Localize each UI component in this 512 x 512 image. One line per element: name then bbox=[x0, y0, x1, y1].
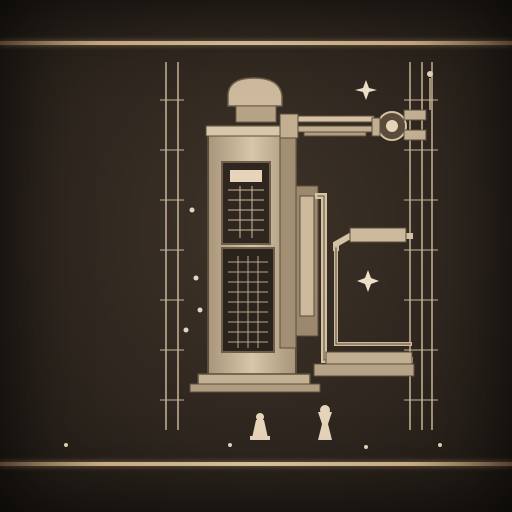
annotation-line bbox=[440, 235, 510, 246]
annotation-line bbox=[440, 202, 510, 213]
annotation-line bbox=[440, 268, 510, 279]
annotation-line bbox=[14, 103, 164, 114]
annotation-line bbox=[14, 235, 164, 246]
annotation-line bbox=[440, 257, 510, 268]
annotation-line bbox=[14, 246, 164, 257]
annotation-line bbox=[14, 125, 164, 136]
annotation-line bbox=[440, 334, 510, 345]
annotation-line bbox=[440, 224, 510, 235]
sparkle-icon bbox=[355, 80, 377, 100]
flask-icon bbox=[318, 405, 332, 440]
annotation-line bbox=[440, 169, 510, 180]
annotation-line bbox=[14, 147, 164, 158]
annotation-line bbox=[440, 323, 510, 334]
annotation-line bbox=[440, 367, 510, 378]
annotation-line bbox=[440, 147, 510, 158]
annotation-line bbox=[14, 279, 164, 290]
annotation-line bbox=[14, 312, 164, 323]
sparkle-icon bbox=[357, 270, 379, 292]
annotation-line bbox=[440, 312, 510, 323]
left-annotation-list bbox=[14, 92, 164, 400]
annotation-line bbox=[14, 345, 164, 356]
annotation-line bbox=[14, 191, 164, 202]
annotation-line bbox=[440, 378, 510, 389]
annotation-line bbox=[440, 213, 510, 224]
annotation-line bbox=[14, 356, 164, 367]
pipe-clamp bbox=[313, 227, 415, 377]
annotation-line bbox=[14, 268, 164, 279]
annotation-line bbox=[14, 301, 164, 312]
annotation-line bbox=[14, 389, 164, 400]
annotation-line bbox=[14, 169, 164, 180]
annotation-line bbox=[440, 345, 510, 356]
side-column bbox=[279, 137, 319, 349]
lower-control-panel bbox=[221, 247, 275, 353]
annotation-line bbox=[440, 136, 510, 147]
annotation-line bbox=[440, 246, 510, 257]
top-border-rule bbox=[0, 41, 512, 45]
rail-ticks bbox=[160, 99, 438, 401]
annotation-line bbox=[14, 290, 164, 301]
annotation-line bbox=[14, 158, 164, 169]
annotation-line bbox=[440, 389, 510, 400]
annotation-line bbox=[14, 202, 164, 213]
left-guide-rails bbox=[165, 62, 179, 430]
annotation-line bbox=[440, 356, 510, 367]
annotation-line bbox=[440, 279, 510, 290]
lamp-icon bbox=[250, 413, 270, 440]
annotation-line bbox=[14, 257, 164, 268]
annotation-line bbox=[440, 180, 510, 191]
rail-dots bbox=[64, 207, 442, 449]
annotation-line bbox=[440, 125, 510, 136]
annotation-line bbox=[14, 92, 164, 103]
dome-cap bbox=[227, 77, 283, 123]
annotation-line bbox=[440, 191, 510, 202]
annotation-line bbox=[14, 114, 164, 125]
annotation-line bbox=[440, 290, 510, 301]
annotation-line bbox=[14, 213, 164, 224]
upper-control-panel bbox=[221, 161, 271, 245]
valve-assembly bbox=[371, 71, 433, 141]
right-annotation-list bbox=[440, 92, 510, 400]
annotation-line bbox=[14, 136, 164, 147]
annotation-line bbox=[14, 378, 164, 389]
annotation-line bbox=[14, 323, 164, 334]
bottom-border-rule bbox=[0, 462, 512, 466]
upper-arm-pipe bbox=[279, 113, 375, 139]
annotation-line bbox=[440, 158, 510, 169]
annotation-line bbox=[440, 114, 510, 125]
annotation-line bbox=[14, 224, 164, 235]
annotation-line bbox=[14, 334, 164, 345]
annotation-line bbox=[14, 180, 164, 191]
pipe-loop bbox=[315, 193, 413, 363]
annotation-line bbox=[440, 301, 510, 312]
annotation-line bbox=[14, 367, 164, 378]
annotation-line bbox=[440, 103, 510, 114]
annotation-line bbox=[440, 92, 510, 103]
